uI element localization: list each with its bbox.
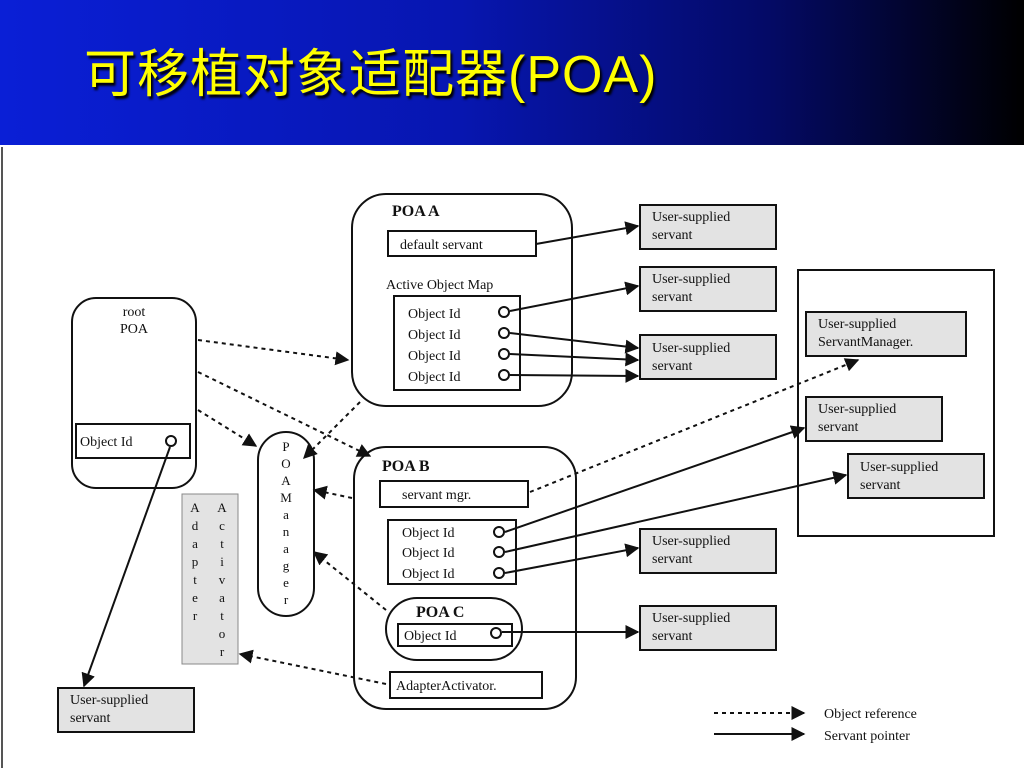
ref-activator [238, 649, 387, 685]
poa-manager: P O A M a n a g e r [257, 431, 315, 617]
servant-5-line-1: User-supplied [652, 611, 730, 626]
servant-3-line-2: servant [652, 359, 693, 374]
root-servant-box: User-supplied servant [57, 687, 195, 733]
mgr-servant-2-line-2: servant [860, 478, 901, 493]
poa-a-object-id-2: Object Id [408, 328, 460, 343]
poa-b-object-id-3: Object Id [402, 567, 454, 582]
adapter-letter-2: d [192, 518, 199, 533]
adapter-letter-6: e [192, 590, 198, 605]
servant-box-3: User-supplied servant [639, 334, 777, 380]
poa-a: POA A default servant Active Object Map … [351, 193, 573, 407]
activator-letter-4: i [220, 554, 224, 569]
poam-letter-1: P [282, 439, 289, 454]
arrow-b-1 [504, 425, 806, 533]
poa-c: POA C Object Id [385, 597, 523, 661]
slide-title: 可移植对象适配器(POA) [84, 46, 658, 104]
adapter-letter-4: p [192, 554, 199, 569]
poam-letter-2: O [281, 456, 290, 471]
poa-c-title: POA C [416, 604, 464, 621]
activator-letter-3: t [220, 536, 224, 551]
poa-b-title: POA B [382, 458, 430, 475]
poa-a-aom-label: Active Object Map [386, 278, 493, 293]
poam-letter-3: A [281, 473, 291, 488]
servant-4-line-1: User-supplied [652, 534, 730, 549]
arrow-b-2 [504, 470, 848, 553]
root-poa-label-2: POA [120, 322, 149, 337]
root-poa: root POA Object Id [71, 297, 197, 489]
mgr-servant-1-line-1: User-supplied [818, 402, 896, 417]
poa-a-object-id-1: Object Id [408, 307, 460, 322]
legend-object-reference: Object reference [824, 707, 917, 722]
servant-manager-line-1: User-supplied [818, 317, 896, 332]
servant-manager-line-2: ServantManager. [818, 335, 913, 350]
activator-letter-2: c [219, 518, 225, 533]
title-bar: 可移植对象适配器(POA) [0, 0, 1024, 145]
arrow-default-servant [535, 221, 640, 245]
legend-servant-pointer: Servant pointer [824, 729, 910, 744]
arrow-aom-1 [509, 281, 640, 312]
arrow-root [81, 446, 171, 688]
mgr-servant-2-line-1: User-supplied [860, 460, 938, 475]
servant-box-1: User-supplied servant [639, 204, 777, 250]
servant-box-2: User-supplied servant [639, 266, 777, 312]
servant-5-line-2: servant [652, 629, 693, 644]
poa-b-object-id-2: Object Id [402, 546, 454, 561]
servant-1-line-2: servant [652, 228, 693, 243]
adapter-letter-7: r [193, 608, 198, 623]
poa-a-object-id-3: Object Id [408, 349, 460, 364]
adapter-letter-1: A [190, 500, 200, 515]
servant-box-4: User-supplied servant [639, 528, 777, 574]
activator-letter-6: a [219, 590, 225, 605]
activator-letter-1: A [217, 500, 227, 515]
poam-letter-9: e [283, 575, 289, 590]
servant-2-line-1: User-supplied [652, 272, 730, 287]
activator-letter-9: r [220, 644, 225, 659]
activator-letter-7: t [220, 608, 224, 623]
arrow-aom-4 [509, 368, 640, 383]
arrow-aom-2 [509, 332, 640, 354]
ref-a-to-manager [303, 401, 361, 459]
poa-b-object-id-1: Object Id [402, 526, 454, 541]
poam-letter-5: a [283, 507, 289, 522]
poam-letter-6: n [283, 524, 290, 539]
mgr-servant-1-line-2: servant [818, 420, 859, 435]
activator-letter-8: o [219, 626, 226, 641]
root-object-id: Object Id [80, 435, 132, 450]
poam-letter-7: a [283, 541, 289, 556]
adapter-letter-3: a [192, 536, 198, 551]
poa-a-title: POA A [392, 203, 440, 220]
ref-root-to-manager [197, 409, 258, 447]
object-reference-arrows [197, 339, 860, 685]
ref-servant-mgr [529, 358, 860, 493]
poam-letter-10: r [284, 592, 289, 607]
poam-letter-4: M [280, 490, 292, 505]
arrow-aom-3 [509, 352, 640, 367]
adapter-letter-5: t [193, 572, 197, 587]
servant-manager-group: User-supplied ServantManager. User-suppl… [797, 269, 995, 537]
servant-3-line-1: User-supplied [652, 341, 730, 356]
legend: Object reference Servant pointer [714, 706, 917, 744]
root-poa-label-1: root [123, 305, 146, 320]
servant-box-5: User-supplied servant [639, 605, 777, 651]
poa-c-object-id: Object Id [404, 629, 456, 644]
ref-b-to-manager [312, 485, 353, 500]
root-servant-line-2: servant [70, 711, 111, 726]
ref-root-to-a [197, 339, 350, 366]
activator-letter-5: v [219, 572, 226, 587]
arrow-b-3 [504, 543, 640, 574]
poa-a-default-servant: default servant [400, 238, 483, 253]
poa-a-object-id-4: Object Id [408, 370, 460, 385]
poa-b-servant-mgr: servant mgr. [402, 488, 471, 503]
servant-1-line-1: User-supplied [652, 210, 730, 225]
adapter-activator-column: A d a p t e r A c t i v a t o r [181, 493, 239, 665]
servant-2-line-2: servant [652, 290, 693, 305]
poam-letter-8: g [283, 558, 290, 573]
servant-pointer-arrows [81, 221, 848, 688]
servant-4-line-2: servant [652, 552, 693, 567]
adapter-activator-label: AdapterActivator. [396, 679, 497, 694]
root-servant-line-1: User-supplied [70, 693, 148, 708]
poa-b: POA B servant mgr. Object Id Object Id O… [353, 446, 577, 710]
